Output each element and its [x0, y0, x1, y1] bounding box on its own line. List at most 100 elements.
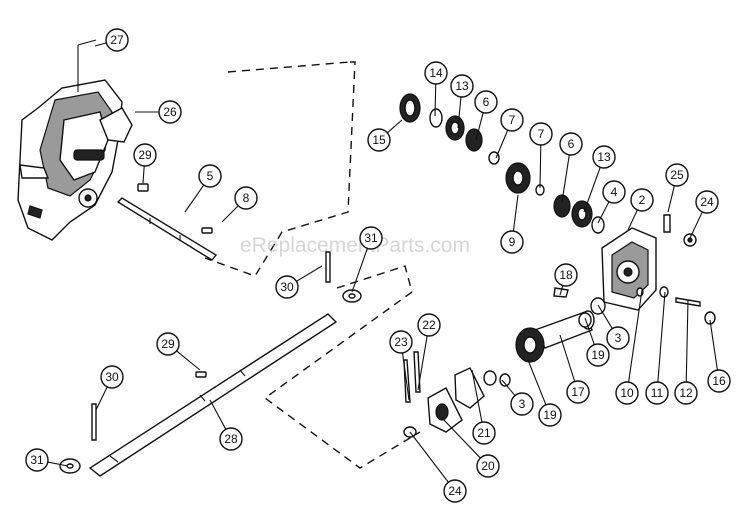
leader-line — [441, 417, 481, 459]
callout-circle — [538, 403, 562, 427]
callout-number: 22 — [422, 318, 436, 332]
callout-16: 16 — [707, 369, 731, 393]
leader-line — [471, 369, 483, 423]
callout-number: 26 — [163, 105, 177, 119]
leader-line — [539, 144, 542, 189]
leader-line — [386, 119, 403, 134]
leader-line — [47, 461, 69, 467]
callout-26: 26 — [158, 100, 182, 124]
callout-circle — [559, 132, 583, 156]
callout-number: 29 — [161, 337, 175, 351]
leader-line — [709, 319, 718, 371]
callout-number: 20 — [481, 459, 495, 473]
callout-circle — [665, 163, 689, 187]
housing-assembly — [17, 39, 133, 241]
callout-circle — [630, 188, 654, 212]
callout-8: 8 — [234, 186, 258, 210]
callout-number: 8 — [243, 191, 250, 205]
callout-31: 31 — [359, 226, 383, 250]
callout-circle — [500, 230, 524, 254]
callout-21: 21 — [472, 421, 496, 445]
callout-14: 14 — [424, 61, 448, 85]
callout-circle — [25, 448, 49, 472]
leader-line — [142, 165, 145, 184]
leader-line — [559, 285, 564, 296]
leader-line — [583, 167, 601, 213]
shaft-long — [88, 313, 338, 477]
callout-19: 19 — [586, 343, 610, 367]
callout-3: 3 — [606, 326, 630, 350]
callout-number: 30 — [280, 280, 294, 294]
pin-washer-lower — [59, 403, 97, 474]
callout-circle — [156, 332, 180, 356]
leader-line — [597, 201, 610, 224]
callout-circle — [645, 381, 669, 405]
callout-circle — [367, 128, 391, 152]
callout-5: 5 — [198, 164, 222, 188]
callout-number: 27 — [110, 33, 124, 47]
assembly-guide-lines — [204, 61, 421, 469]
lower-gear-cluster — [515, 286, 716, 363]
callout-circle — [417, 313, 441, 337]
callout-29: 29 — [156, 332, 180, 356]
callout-circle — [592, 145, 616, 169]
callout-23: 23 — [389, 330, 413, 354]
callout-circle — [105, 28, 129, 52]
callout-circle — [359, 226, 383, 250]
leader-line — [409, 431, 449, 483]
callout-circle — [133, 143, 157, 167]
callout-7: 7 — [500, 108, 524, 132]
callout-2: 2 — [630, 188, 654, 212]
callout-circle — [554, 263, 578, 287]
callout-number: 19 — [543, 408, 557, 422]
callout-number: 24 — [700, 195, 714, 209]
callout-31: 31 — [25, 448, 49, 472]
callout-number: 4 — [611, 185, 618, 199]
leader-lines — [47, 42, 718, 483]
callout-circle — [219, 427, 243, 451]
leader-line — [628, 289, 643, 383]
callout-number: 28 — [224, 432, 238, 446]
callout-number: 6 — [568, 137, 575, 151]
callout-circle — [602, 180, 626, 204]
callout-24: 24 — [695, 190, 719, 214]
leader-line — [559, 334, 576, 382]
callout-number: 24 — [448, 484, 462, 498]
leader-line — [584, 317, 595, 345]
callout-number: 15 — [372, 133, 386, 147]
callout-circle — [100, 365, 124, 389]
callout-11: 11 — [645, 381, 669, 405]
callout-circle — [275, 275, 299, 299]
callout-7: 7 — [529, 122, 553, 146]
callout-circle — [234, 186, 258, 210]
callout-number: 25 — [670, 168, 684, 182]
leader-line — [597, 304, 613, 329]
watermark-text: eReplacementParts.com — [240, 234, 470, 257]
leader-line — [512, 194, 519, 232]
leader-line — [689, 211, 703, 239]
callout-number: 13 — [597, 150, 611, 164]
leader-line — [351, 248, 368, 293]
callout-13: 13 — [450, 74, 474, 98]
callout-number: 12 — [679, 386, 693, 400]
callout-circle — [198, 164, 222, 188]
callout-29: 29 — [133, 143, 157, 167]
callout-number: 13 — [455, 79, 469, 93]
callout-circle — [566, 380, 590, 404]
callout-9: 9 — [500, 230, 524, 254]
callout-number: 5 — [207, 169, 214, 183]
leader-line — [657, 291, 666, 383]
callout-number: 23 — [394, 335, 408, 349]
callout-24: 24 — [443, 479, 467, 503]
callout-circle — [158, 100, 182, 124]
leader-line — [667, 185, 675, 213]
leader-line — [501, 379, 516, 396]
callout-19: 19 — [538, 403, 562, 427]
callout-4: 4 — [602, 180, 626, 204]
callout-circle — [472, 421, 496, 445]
leader-line — [94, 42, 107, 47]
leader-line — [527, 359, 547, 405]
leader-line — [401, 352, 410, 401]
callout-30: 30 — [275, 275, 299, 299]
callout-6: 6 — [559, 132, 583, 156]
